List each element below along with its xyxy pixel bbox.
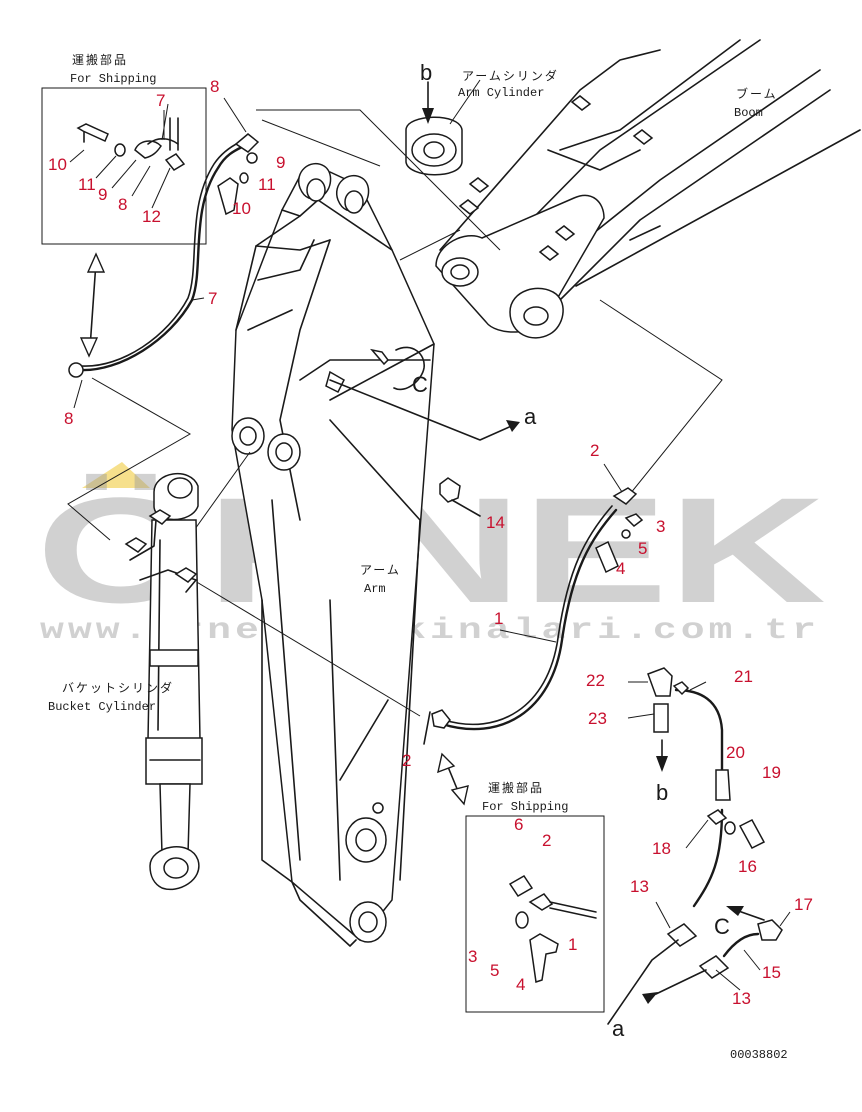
drawing-code: 00038802 — [730, 1048, 788, 1062]
callout-1-hose: 1 — [494, 609, 503, 628]
callout-3-right: 3 — [656, 517, 665, 536]
callout-17: 17 — [794, 895, 813, 914]
hose-fitting-part — [68, 362, 84, 378]
callout-8-left: 8 — [64, 409, 73, 428]
bucket-cylinder — [124, 472, 203, 891]
clamp-part — [134, 140, 162, 159]
arm-label-jp: アーム — [360, 563, 401, 577]
callout-7-inset: 7 — [156, 91, 165, 110]
ref-letter-b-top: b — [420, 60, 432, 85]
bolt-part — [217, 177, 239, 216]
shipping-label-en: For Shipping — [70, 72, 156, 86]
ref-letter-a-bottom: a — [612, 1016, 625, 1041]
washer-part — [114, 143, 126, 157]
hose-fitting-part — [431, 709, 451, 729]
callout-2-right: 2 — [590, 441, 599, 460]
callout-14: 14 — [486, 513, 505, 532]
callout-15: 15 — [762, 963, 781, 982]
callout-3-inset: 3 — [468, 947, 477, 966]
ref-letter-c-arm: C — [412, 372, 428, 397]
callout-18: 18 — [652, 839, 671, 858]
callout-11-inset: 11 — [78, 175, 96, 194]
bolt-part — [738, 819, 766, 849]
boom-label-jp: ブーム — [736, 86, 778, 101]
shipping-label-en: For Shipping — [482, 800, 568, 814]
adapter-part — [653, 703, 669, 733]
arm-cylinder-label-en: Arm Cylinder — [458, 86, 544, 100]
shipping-label-jp: 運搬部品 — [488, 780, 544, 795]
bolt-part — [595, 540, 619, 574]
arm-structure — [231, 163, 435, 947]
callout-13-lower: 13 — [732, 989, 751, 1008]
callout-13-upper: 13 — [630, 877, 649, 896]
fitting-part — [698, 955, 730, 979]
inset-frame — [465, 815, 605, 1013]
callout-numbers: 7 10 11 9 8 12 8 9 11 10 7 8 2 3 5 4 14 … — [48, 77, 813, 1008]
watermark-accent-icon — [82, 462, 150, 488]
spacer-part — [164, 153, 186, 171]
arm-cylinder-bushing — [405, 81, 463, 176]
callout-19: 19 — [762, 763, 781, 782]
callout-5-inset: 5 — [490, 961, 499, 980]
callout-23: 23 — [588, 709, 607, 728]
hose-assembly-21 — [607, 667, 783, 1025]
shipping-label-jp: 運搬部品 — [72, 52, 128, 67]
ref-letter-b-bottom: b — [656, 780, 668, 805]
callout-8-top: 8 — [210, 77, 219, 96]
callout-10-top: 10 — [232, 199, 251, 218]
fitting-14 — [439, 477, 481, 517]
hose-1 — [423, 487, 644, 745]
callout-1-inset: 1 — [568, 935, 577, 954]
callout-leaders — [69, 97, 791, 991]
callout-9-inset: 9 — [98, 185, 107, 204]
callout-22: 22 — [586, 671, 605, 690]
callout-2-inset: 2 — [542, 831, 551, 850]
arm-label-en: Arm — [364, 582, 386, 596]
callout-20: 20 — [726, 743, 745, 762]
callout-11-top: 11 — [258, 175, 276, 194]
callout-12: 12 — [142, 207, 161, 226]
callout-4-right: 4 — [616, 559, 625, 578]
inset-frame — [41, 87, 207, 245]
callout-2-hose: 2 — [402, 751, 411, 770]
bucket-cylinder-label-jp: バケットシリンダ — [62, 680, 174, 695]
callout-9-top: 9 — [276, 153, 285, 172]
bucket-cylinder-label-en: Bucket Cylinder — [48, 700, 156, 714]
callout-21: 21 — [734, 667, 753, 686]
callout-6: 6 — [514, 815, 523, 834]
callout-8-inset: 8 — [118, 195, 127, 214]
hose-7 — [68, 133, 260, 378]
bolt-part — [529, 933, 559, 983]
fitting-part — [666, 923, 698, 947]
ref-letter-a-arm: a — [524, 404, 537, 429]
shipping-inset-top: 運搬部品 For Shipping — [41, 52, 207, 245]
ref-letter-c-right: C — [714, 914, 730, 939]
arm-cylinder-label-jp: アームシリンダ — [462, 68, 559, 83]
boom-label-en: Boom — [734, 106, 763, 120]
bolt-part — [76, 123, 109, 142]
elbow-part — [647, 667, 673, 697]
shipping-inset-bottom: 運搬部品 For Shipping — [465, 780, 605, 1013]
callout-7-hose: 7 — [208, 289, 217, 308]
callout-16: 16 — [738, 857, 757, 876]
callout-10-inset: 10 — [48, 155, 67, 174]
callout-5-right: 5 — [638, 539, 647, 558]
double-arrow-middle — [437, 752, 469, 806]
boom-assembly — [435, 39, 861, 339]
callout-4-inset: 4 — [516, 975, 525, 994]
double-arrow-left — [79, 252, 106, 358]
